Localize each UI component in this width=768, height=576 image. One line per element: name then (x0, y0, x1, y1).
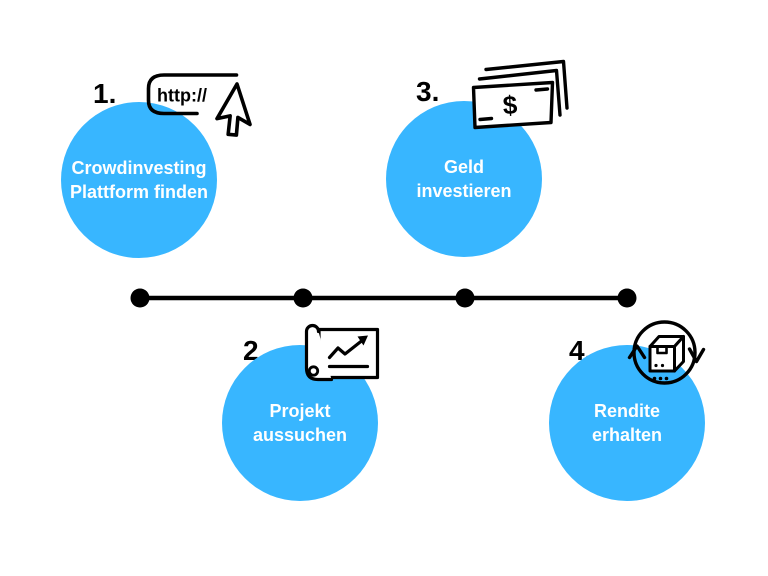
http-label: http:// (157, 86, 207, 106)
step-3-circle: Geld investieren (386, 101, 542, 257)
bill-dash-bottom-left (478, 116, 494, 122)
browser-url-icon: http:// (146, 73, 252, 137)
cycle-arrow-up (627, 344, 647, 360)
chart-scroll-icon (304, 323, 380, 382)
money-bills-icon: $ (471, 59, 569, 130)
url-bar-outline (146, 73, 239, 116)
timeline-dot-4 (617, 288, 637, 308)
step-1-circle: Crowdinvesting Plattform finden (61, 102, 217, 258)
timeline-dot-1 (130, 288, 150, 308)
step-3-number: 3. (416, 76, 440, 107)
bill-middle-outline (477, 68, 562, 117)
mouse-cursor-icon (215, 82, 252, 137)
ellipsis-dot-1 (652, 376, 657, 381)
step-3-label-line1: Geld (443, 157, 484, 177)
step-2-label-line1: Projekt (269, 401, 331, 421)
package-dot-2 (660, 363, 665, 368)
package-return-icon (627, 320, 706, 385)
bill-back-outline (484, 59, 569, 110)
bill-dash-top-right (534, 87, 550, 92)
step-4-circle: Rendite erhalten (549, 345, 705, 501)
ellipsis-dot-2 (658, 376, 663, 381)
bill-front (471, 80, 555, 130)
step-3-label-line2: investieren (416, 181, 512, 201)
package-front-face (648, 345, 676, 373)
step-4-label-line1: Rendite (593, 401, 660, 421)
timeline (130, 288, 637, 308)
step-1-label-line1: Crowdinvesting (71, 158, 207, 178)
ellipsis-dot-3 (664, 376, 669, 381)
step-4-label-line2: erhalten (591, 425, 663, 445)
timeline-dot-2 (293, 288, 313, 308)
package-flap (656, 346, 668, 355)
chart-trend-arrowhead (357, 335, 368, 346)
cycle-arrow-down (687, 347, 706, 364)
dollar-sign: $ (502, 90, 519, 121)
scroll-curl (307, 365, 320, 377)
chart-trend-line (327, 339, 364, 360)
package-dot-1 (654, 363, 658, 368)
timeline-dot-3 (455, 288, 475, 308)
step-2-label-line2: aussuchen (252, 425, 348, 445)
step-1-label-line2: Plattform finden (70, 182, 208, 202)
step-1-number: 1. (93, 78, 117, 109)
